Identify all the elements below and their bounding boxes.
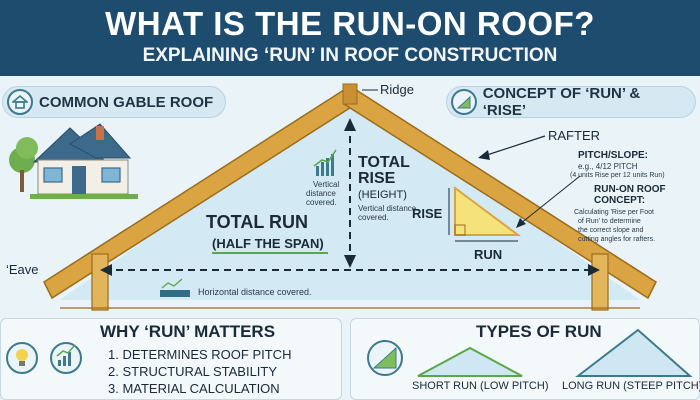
rise-run-triangle	[454, 186, 522, 236]
run-on-desc-1: Calculating 'Rise per Foot	[574, 209, 654, 216]
page-subtitle: EXPLAINING ‘RUN’ IN ROOF CONSTRUCTION	[142, 45, 558, 66]
pitch-example: e.g., 4/12 PITCH	[578, 162, 638, 171]
half-span-label: (HALF THE SPAN)	[212, 236, 324, 251]
rise-label: RISE	[412, 206, 443, 221]
vertical-note-left-3: covered.	[306, 198, 337, 207]
slope-triangle-icon	[451, 89, 477, 115]
header-banner: WHAT IS THE RUN-ON ROOF? EXPLAINING ‘RUN…	[0, 0, 700, 76]
ruler-icon	[160, 278, 190, 297]
why-run-matters-list: 1. DETERMINES ROOF PITCH 2. STRUCTURAL S…	[108, 346, 291, 397]
rafter-label: RAFTER	[548, 128, 600, 143]
long-run-label: LONG RUN (STEEP PITCH)	[562, 380, 700, 392]
concept-run-rise-pill: CONCEPT OF ‘RUN’ & ‘RISE’	[446, 85, 696, 119]
run-on-title-1: RUN-ON ROOF	[594, 184, 666, 195]
why-run-matters-title: WHY ‘RUN’ MATTERS	[100, 322, 276, 341]
short-run-label: SHORT RUN (LOW PITCH)	[412, 380, 549, 392]
pitch-example-detail: (4 units Rise per 12 units Run)	[570, 172, 665, 179]
concept-run-rise-label: CONCEPT OF ‘RUN’ & ‘RISE’	[482, 85, 641, 119]
height-label: (HEIGHT)	[358, 189, 407, 201]
run-arrowhead-left	[100, 264, 112, 276]
run-on-desc-3: the correct slope and	[578, 227, 644, 234]
rise-arrowhead-bottom	[344, 255, 356, 268]
ridge-beam	[342, 83, 358, 105]
vertical-note-left-2: distance	[306, 189, 336, 198]
matters-item-pitch: 1. DETERMINES ROOF PITCH	[108, 347, 292, 362]
run-on-title-2: CONCEPT:	[594, 195, 646, 206]
common-gable-roof-label: COMMON GABLE ROOF	[39, 93, 214, 111]
house-icon	[7, 89, 33, 115]
vertical-note-right-1: Vertical distance	[358, 204, 417, 213]
total-rise-label-1: TOTAL	[358, 154, 410, 171]
run-on-desc-4: cutting angles for rafters.	[578, 236, 656, 243]
matters-item-stability: 2. STRUCTURAL STABILITY	[108, 364, 278, 379]
right-post	[591, 253, 609, 311]
eave-label: ‘Eave	[6, 262, 39, 277]
house-illustration	[9, 123, 138, 199]
page-title: WHAT IS THE RUN-ON ROOF?	[105, 5, 595, 42]
types-of-run-title: TYPES OF RUN	[476, 322, 602, 341]
bar-chart-icon	[313, 149, 337, 176]
horizontal-note: Horizontal distance covered.	[198, 287, 312, 297]
run-on-desc-2: of Run' to determine	[578, 218, 641, 225]
left-post	[91, 253, 109, 311]
ridge-label: Ridge	[380, 82, 414, 97]
total-run-label: TOTAL RUN	[206, 212, 308, 232]
pitch-title: PITCH/SLOPE:	[578, 150, 649, 161]
rise-arrowhead-top	[344, 118, 356, 131]
total-rise-label-2: RISE	[358, 170, 396, 187]
vertical-note-left-1: Vertical	[313, 180, 340, 189]
run-arrowhead-right	[588, 264, 600, 276]
common-gable-roof-pill: COMMON GABLE ROOF	[2, 86, 226, 118]
run-label: RUN	[474, 247, 503, 262]
matters-item-material: 3. MATERIAL CALCULATION	[108, 381, 280, 396]
vertical-note-right-2: covered.	[358, 213, 389, 222]
